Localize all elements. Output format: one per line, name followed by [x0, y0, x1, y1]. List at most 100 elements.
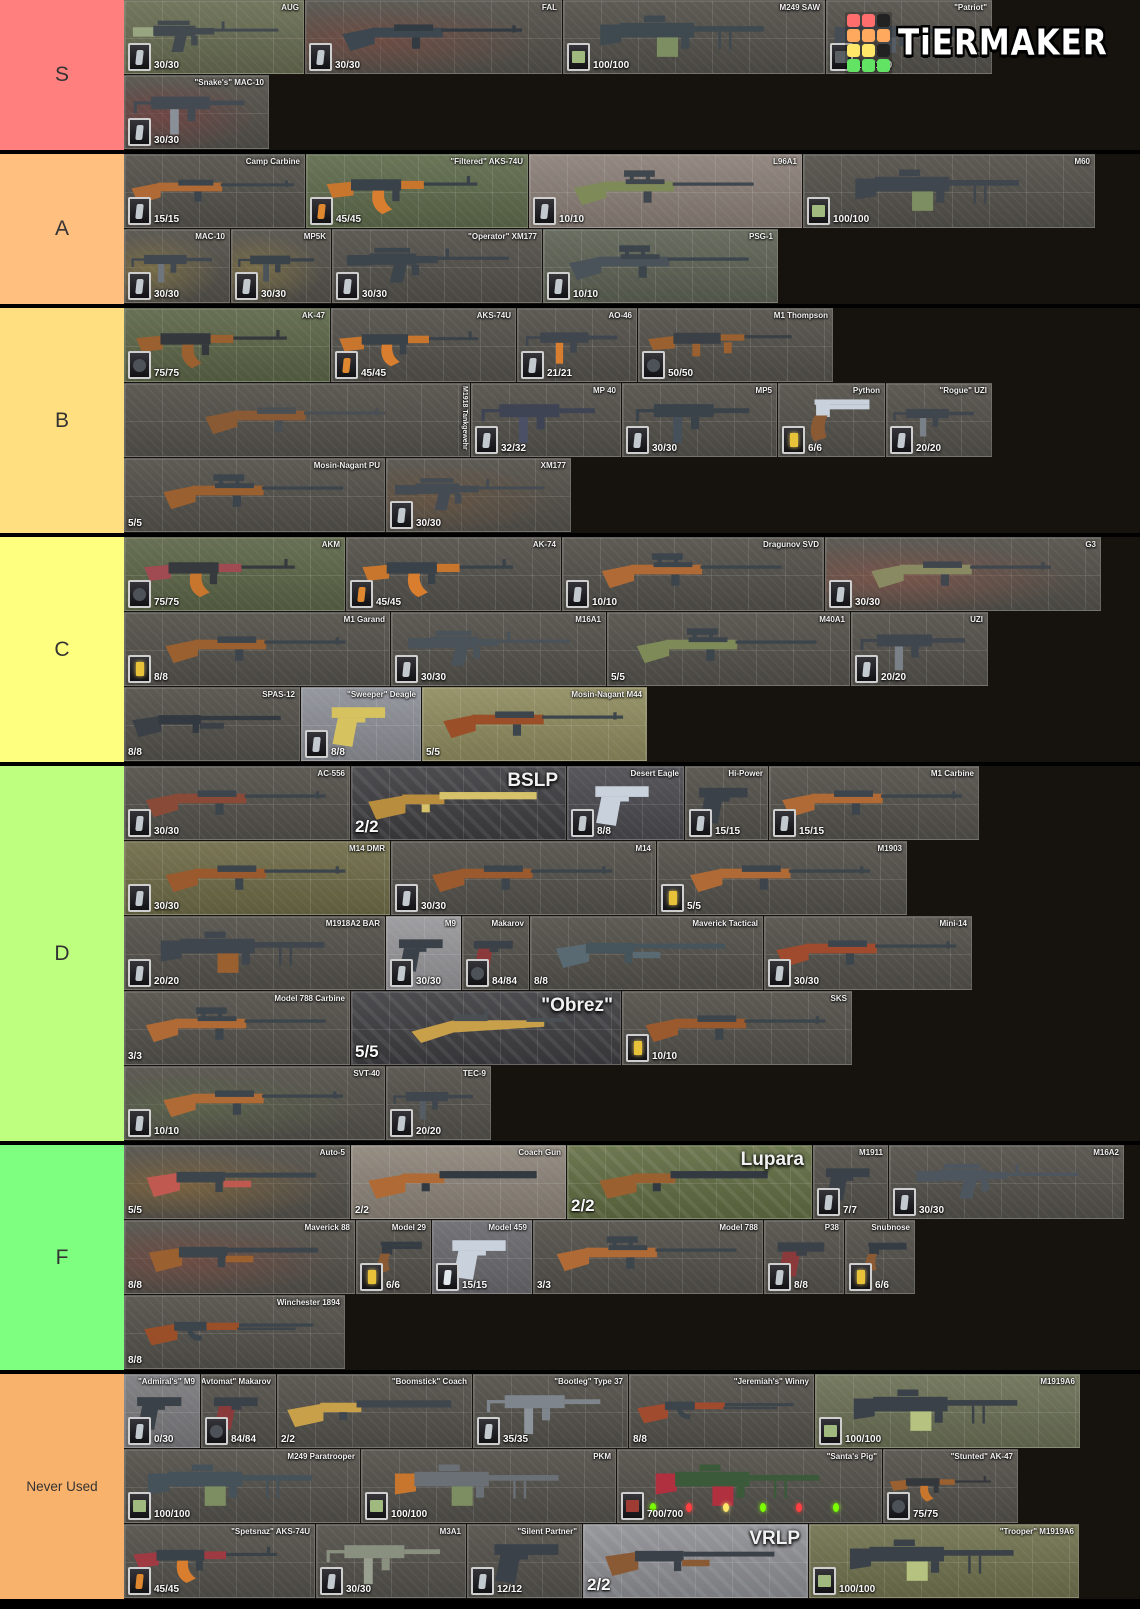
weapon-tile[interactable]: "Obrez"5/5	[351, 991, 621, 1065]
weapon-image	[486, 1394, 600, 1434]
weapon-tile[interactable]: "Silent Partner"12/12	[467, 1524, 582, 1598]
ammo-counter: 75/75	[887, 1492, 938, 1520]
mag-ammo-icon	[128, 809, 151, 837]
weapon-tile[interactable]: "Snake's" MAC-10 30/30	[124, 75, 269, 149]
weapon-name: SKS	[830, 994, 847, 1003]
ammo-count-text: 15/15	[799, 826, 825, 837]
weapon-image	[411, 1008, 564, 1043]
weapon-tile[interactable]: "Santa's Pig"700/700	[617, 1449, 882, 1523]
weapon-tile[interactable]: M1918 Tankgewehr	[124, 383, 470, 457]
ammo-count-text: 30/30	[335, 60, 361, 71]
weapon-name: M249 SAW	[779, 3, 820, 12]
weapon-name: "Snake's" MAC-10	[194, 78, 264, 87]
mag-ammo-icon	[773, 809, 796, 837]
ammo-count-text: 30/30	[154, 135, 180, 146]
weapon-image	[362, 558, 514, 597]
ammo-count-text: 2/2	[355, 817, 379, 836]
drum-ammo-icon	[128, 351, 151, 379]
ammo-counter: 30/30	[128, 809, 179, 837]
ammo-counter: 8/8	[128, 1280, 142, 1291]
weapon-name: "Operator" XM177	[468, 232, 537, 241]
weapon-image	[431, 865, 612, 892]
mag-ammo-icon	[128, 43, 151, 71]
tier-label-text: C	[54, 637, 70, 661]
